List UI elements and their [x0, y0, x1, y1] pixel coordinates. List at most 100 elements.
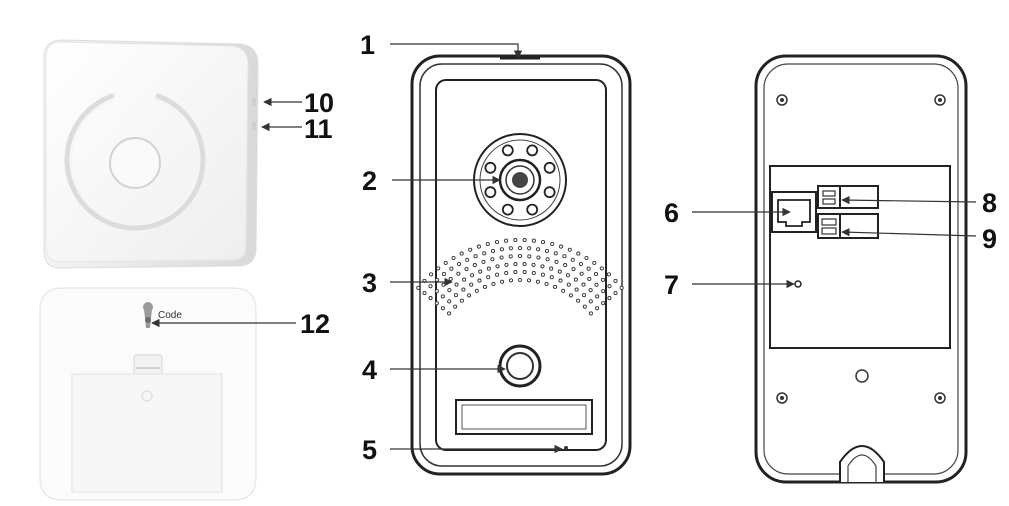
speaker-hole: [513, 270, 518, 275]
callout-1: 1: [360, 30, 375, 60]
speaker-hole: [531, 270, 536, 276]
speaker-hole: [581, 293, 587, 298]
speaker-hole: [573, 277, 578, 282]
speaker-hole: [434, 277, 440, 282]
speaker-hole: [522, 238, 527, 243]
callout-numbers: 1 2 3 4 5 6 7 8 9 10 11 12: [300, 30, 997, 465]
speaker-hole: [508, 246, 513, 251]
speaker-hole: [561, 288, 566, 293]
speaker-hole: [566, 282, 571, 287]
speaker-hole: [517, 245, 523, 251]
speaker-hole: [606, 272, 611, 277]
speaker-hole: [601, 301, 606, 306]
speaker-hole: [571, 267, 576, 272]
speaker-hole: [576, 298, 581, 303]
speaker-hole: [531, 262, 536, 267]
speaker-hole: [481, 259, 486, 264]
speaker-hole: [593, 271, 599, 277]
speaker-hole: [541, 239, 546, 245]
speaker-hole: [553, 251, 558, 256]
speaker-hole: [462, 277, 467, 282]
speaker-hole: [595, 294, 600, 299]
speaker-hole: [600, 277, 606, 282]
speaker-hole: [485, 241, 490, 247]
speaker-hole: [447, 288, 452, 293]
leader-lines: [151, 43, 977, 454]
ir-led: [501, 144, 514, 157]
speaker-hole: [482, 251, 487, 256]
speaker-hole: [468, 247, 473, 252]
speaker-hole: [588, 299, 593, 304]
code-label: Code: [158, 310, 182, 321]
doorbell-back: [754, 54, 968, 484]
reset-hole: [794, 280, 802, 288]
speaker-hole: [457, 261, 462, 267]
speaker-hole: [428, 296, 433, 301]
speaker-hole: [504, 262, 509, 267]
speaker-hole: [517, 253, 523, 259]
speaker-hole: [473, 254, 478, 259]
call-button: [498, 344, 542, 388]
ir-led: [484, 186, 497, 199]
screw-icon: [776, 94, 946, 404]
speaker-hole: [454, 282, 459, 287]
speaker-hole: [594, 282, 599, 287]
speaker-hole: [474, 288, 479, 293]
chime-side-button-mode: [252, 122, 256, 131]
callout-6: 6: [664, 198, 679, 228]
speaker-hole: [619, 285, 624, 290]
speaker-hole: [562, 254, 567, 259]
speaker-hole: [581, 282, 586, 287]
ir-led: [526, 203, 539, 216]
speaker-hole: [550, 241, 555, 247]
speaker-hole: [527, 246, 532, 251]
speaker-hole: [570, 257, 575, 262]
keyhole-icon: [143, 302, 153, 328]
speaker-hole: [558, 278, 563, 283]
speaker-hole: [584, 255, 589, 261]
callout-2: 2: [362, 166, 377, 196]
speaker-hole: [499, 247, 504, 252]
speaker-hole: [531, 238, 536, 243]
speaker-hole: [588, 288, 593, 293]
callout-3: 3: [362, 268, 377, 298]
speaker-hole: [478, 269, 483, 274]
speaker-hole: [441, 271, 447, 277]
speaker-hole: [574, 287, 579, 292]
speaker-hole: [464, 267, 469, 272]
speaker-hole: [429, 272, 434, 277]
speaker-hole: [434, 289, 439, 294]
speaker-hole: [451, 255, 456, 261]
callout-11: 11: [304, 114, 333, 144]
speaker-hole: [469, 273, 475, 278]
speaker-hole: [536, 247, 541, 252]
microphone-hole: [564, 446, 568, 450]
speaker-hole: [613, 278, 618, 283]
ir-leds: [484, 144, 556, 216]
speaker-hole: [422, 290, 427, 296]
ir-led: [484, 161, 497, 174]
speaker-hole: [527, 254, 532, 259]
speaker-hole: [486, 275, 491, 280]
speaker-hole: [607, 296, 612, 301]
speaker-hole: [447, 299, 452, 304]
speaker-hole: [486, 266, 491, 271]
battery-cover: [71, 373, 223, 493]
speaker-hole: [416, 285, 421, 290]
speaker-hole: [595, 306, 600, 311]
speaker-hole: [513, 262, 518, 267]
speaker-hole: [579, 271, 584, 276]
speaker-hole: [494, 239, 499, 245]
name-plate: [455, 399, 593, 435]
speaker-hole: [504, 270, 509, 276]
ir-led: [526, 144, 539, 157]
mounting-hole: [855, 369, 869, 383]
speaker-hole: [504, 238, 509, 243]
speaker-hole: [459, 251, 464, 256]
speaker-hole: [436, 266, 441, 271]
cable-notch: [839, 445, 885, 482]
speaker-hole: [495, 264, 500, 269]
speaker-hole: [568, 293, 573, 298]
speaker-hole: [467, 293, 472, 298]
speaker-hole: [448, 276, 453, 281]
